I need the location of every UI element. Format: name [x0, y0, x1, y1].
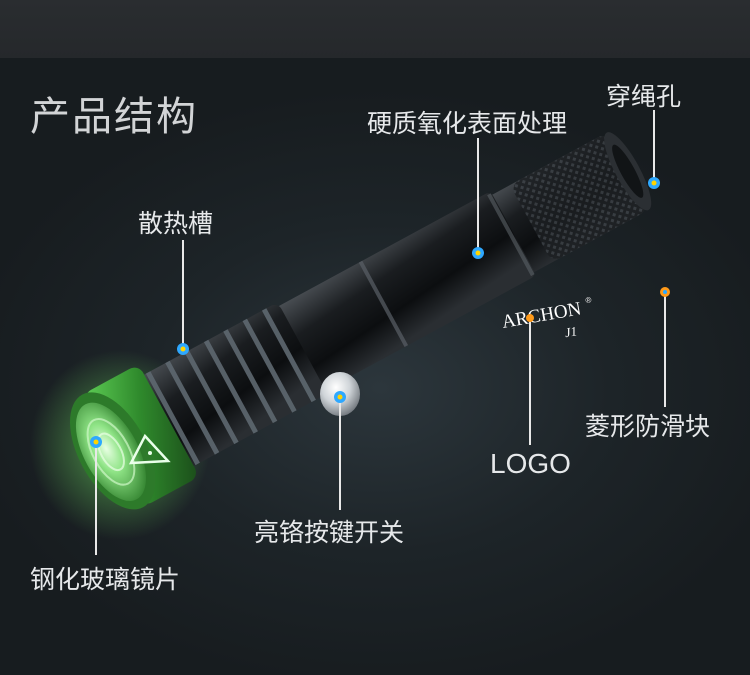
leader-lines [95, 110, 666, 555]
page-title: 产品结构 [30, 94, 198, 140]
label-lens: 钢化玻璃镜片 [30, 565, 181, 594]
top-band [0, 0, 750, 58]
heat-sink-fins [145, 308, 316, 466]
brand-model: J1 [563, 323, 578, 340]
warning-triangle-icon [128, 433, 171, 465]
label-switch: 亮铬按键开关 [254, 518, 405, 547]
label-heat-sink: 散热槽 [138, 209, 214, 238]
label-anti-slip: 菱形防滑块 [585, 412, 711, 441]
brand-registered: ® [585, 295, 592, 305]
label-lanyard-hole: 穿绳孔 [606, 82, 682, 111]
callout-markers [90, 177, 670, 448]
lens [75, 402, 146, 501]
label-hard-anodized: 硬质氧化表面处理 [367, 109, 568, 138]
label-logo: LOGO [490, 448, 571, 479]
main-tube [272, 193, 535, 393]
marker-logo [526, 314, 534, 322]
